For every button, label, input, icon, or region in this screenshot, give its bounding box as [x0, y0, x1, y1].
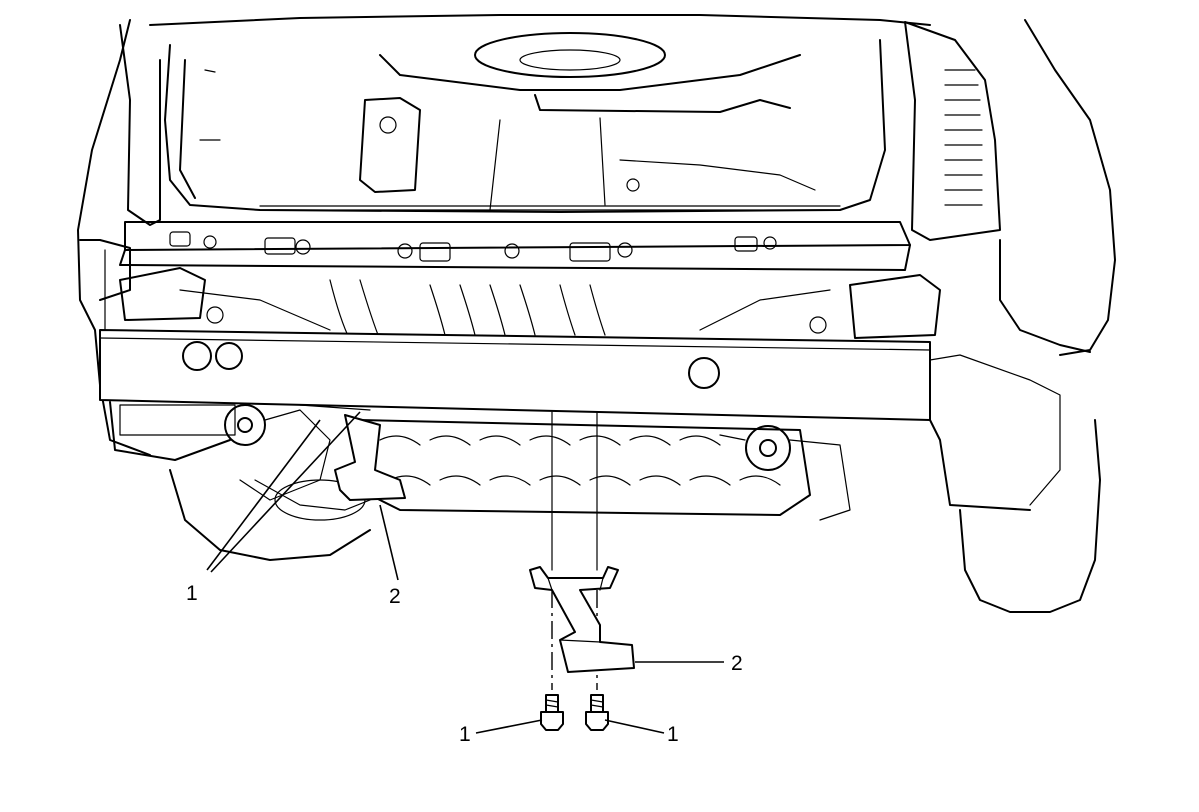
installed-bumper-bracket: [299, 404, 406, 501]
removed-bumper-bracket: [529, 566, 635, 673]
callout-bracket-upper: 2: [389, 585, 401, 608]
vehicle-rear-body: [77, 19, 1116, 613]
trunk-opening: [119, 14, 1001, 241]
fastener-right: [585, 694, 609, 731]
bumper-impact-bar: [99, 329, 1061, 511]
callout-fastener-lower-right: 1: [667, 723, 679, 746]
installation-centerlines: [551, 411, 598, 690]
callout-fastener-upper: 1: [186, 582, 198, 605]
callout-leaders: [206, 411, 724, 734]
fastener-left: [540, 694, 564, 731]
callout-bracket-lower: 2: [731, 652, 743, 675]
rear-end-panel: [119, 221, 941, 341]
callout-fastener-lower-left: 1: [459, 723, 471, 746]
